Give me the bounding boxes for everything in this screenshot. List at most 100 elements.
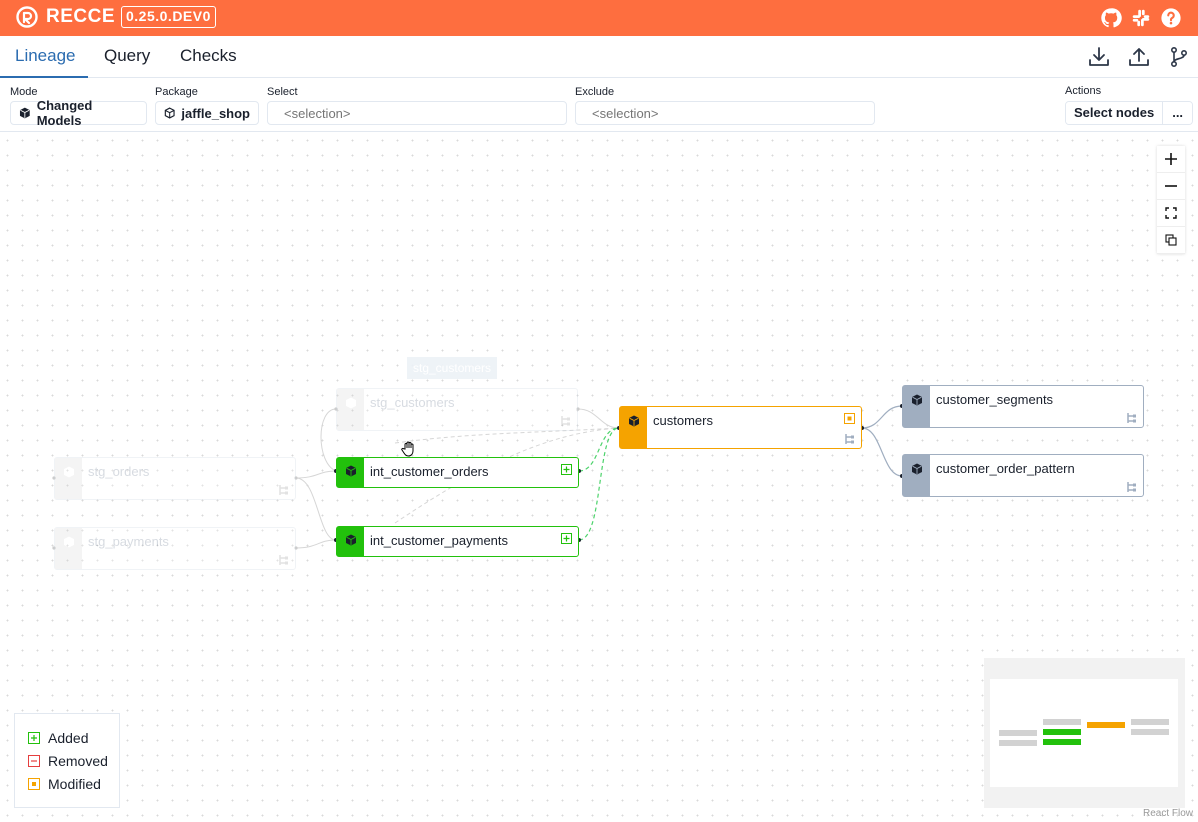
legend-added: Added <box>28 726 119 749</box>
copy-image-button[interactable] <box>1157 227 1185 254</box>
model-icon <box>63 466 74 478</box>
brand-name: RECCE <box>46 6 116 27</box>
model-icon <box>345 465 356 477</box>
node-strip <box>620 407 647 448</box>
exclude-input[interactable] <box>575 101 875 125</box>
node-stg-payments[interactable]: stg_payments <box>54 527 296 570</box>
node-strip <box>337 527 364 556</box>
lineage-icon <box>1127 413 1136 423</box>
minimap-node <box>1043 719 1081 725</box>
minimap-node <box>1131 729 1169 735</box>
select-nodes-button[interactable]: Select nodes <box>1066 102 1163 124</box>
lineage-icon <box>1127 482 1136 492</box>
minimap[interactable] <box>984 658 1185 808</box>
mode-label: Mode <box>10 86 38 98</box>
filter-bar: Mode Changed Models Package jaffle_shop … <box>0 78 1198 132</box>
tab-query[interactable]: Query <box>104 46 151 65</box>
edge-customers-order-pattern <box>861 427 903 477</box>
package-select[interactable]: jaffle_shop <box>155 101 259 125</box>
tab-lineage[interactable]: Lineage <box>0 36 88 78</box>
node-customer-segments[interactable]: customer_segments <box>902 385 1144 428</box>
legend-label: Removed <box>48 752 108 769</box>
edge-int-orders-stg-customers <box>394 427 620 444</box>
minimap-node <box>1131 719 1169 725</box>
react-flow-attribution[interactable]: React Flow <box>1142 808 1193 819</box>
node-customer-order-pattern[interactable]: customer_order_pattern <box>902 454 1144 497</box>
legend-removed: Removed <box>28 749 119 772</box>
node-label: customers <box>653 413 713 428</box>
edge-stg-payments-int-payments <box>295 539 337 549</box>
minus-icon <box>1165 185 1177 187</box>
model-icon <box>911 463 922 475</box>
zoom-in-button[interactable] <box>1157 146 1185 173</box>
mode-select[interactable]: Changed Models <box>10 98 147 128</box>
plus-icon <box>1165 153 1177 165</box>
lineage-icon <box>279 485 288 495</box>
node-label: customer_segments <box>936 392 1054 407</box>
minimap-node <box>999 740 1037 746</box>
upload-icon[interactable] <box>1127 45 1151 69</box>
slack-icon[interactable] <box>1130 7 1152 29</box>
lineage-icon <box>845 434 854 444</box>
edge-customers-segments <box>861 405 903 429</box>
package-value: jaffle_shop <box>181 105 250 121</box>
hand-cursor-icon <box>401 441 414 457</box>
cube-icon <box>19 107 30 119</box>
help-icon[interactable] <box>1160 7 1182 29</box>
select-label: Select <box>267 86 298 98</box>
minimap-node <box>1043 739 1081 745</box>
tab-checks[interactable]: Checks <box>180 46 237 65</box>
package-icon <box>164 107 175 119</box>
node-strip <box>337 389 364 430</box>
node-stg-customers[interactable]: stg_customers <box>336 388 578 431</box>
download-icon[interactable] <box>1087 45 1111 69</box>
node-int-customer-payments[interactable]: int_customer_payments <box>336 526 579 557</box>
model-icon <box>63 536 74 548</box>
select-input[interactable] <box>267 101 567 125</box>
version-badge: 0.25.0.DEV0 <box>121 6 216 28</box>
fit-view-button[interactable] <box>1157 200 1185 227</box>
edge-int-payments-customers <box>578 427 620 541</box>
more-actions-button[interactable]: ... <box>1162 102 1193 124</box>
actions-label: Actions <box>1065 85 1102 97</box>
node-label: stg_orders <box>88 464 150 479</box>
lineage-canvas[interactable]: stg_customers stg_orders stg_payments st… <box>0 133 1198 822</box>
legend-modified: Modified <box>28 772 119 795</box>
minimap-node <box>1087 722 1125 728</box>
model-icon <box>911 394 922 406</box>
edge-stg-orders-int-payments <box>295 477 337 541</box>
branch-icon[interactable] <box>1167 45 1191 69</box>
zoom-out-button[interactable] <box>1157 173 1185 200</box>
added-icon <box>561 464 572 475</box>
node-customers[interactable]: customers <box>619 406 862 449</box>
node-strip <box>55 528 82 569</box>
node-label: stg_payments <box>88 534 169 549</box>
lineage-icon <box>279 555 288 565</box>
model-icon <box>628 415 639 427</box>
model-icon <box>345 397 356 409</box>
top-bar: RECCE 0.25.0.DEV0 <box>0 0 1198 36</box>
node-label: stg_customers <box>370 395 455 410</box>
node-strip <box>337 458 364 487</box>
github-icon[interactable] <box>1100 7 1122 29</box>
legend-label: Modified <box>48 775 101 792</box>
zoom-controls <box>1157 146 1185 254</box>
minimap-node <box>999 730 1037 736</box>
edge-stg-orders-int-orders <box>295 470 337 479</box>
added-icon <box>28 731 40 744</box>
model-icon <box>345 534 356 546</box>
node-strip <box>55 458 82 499</box>
node-strip <box>903 455 930 496</box>
edge-stg-customers-customers <box>577 408 620 429</box>
node-label: customer_order_pattern <box>936 461 1075 476</box>
lineage-icon <box>561 416 570 426</box>
recce-logo-icon <box>16 6 38 28</box>
package-label: Package <box>155 86 198 98</box>
node-stg-orders[interactable]: stg_orders <box>54 457 296 500</box>
copy-icon <box>1165 234 1177 246</box>
minimap-node <box>1043 729 1081 735</box>
tab-bar: Lineage Query Checks <box>0 36 1198 78</box>
fit-view-icon <box>1165 207 1177 219</box>
node-int-customer-orders[interactable]: int_customer_orders <box>336 457 579 488</box>
exclude-label: Exclude <box>575 86 615 98</box>
